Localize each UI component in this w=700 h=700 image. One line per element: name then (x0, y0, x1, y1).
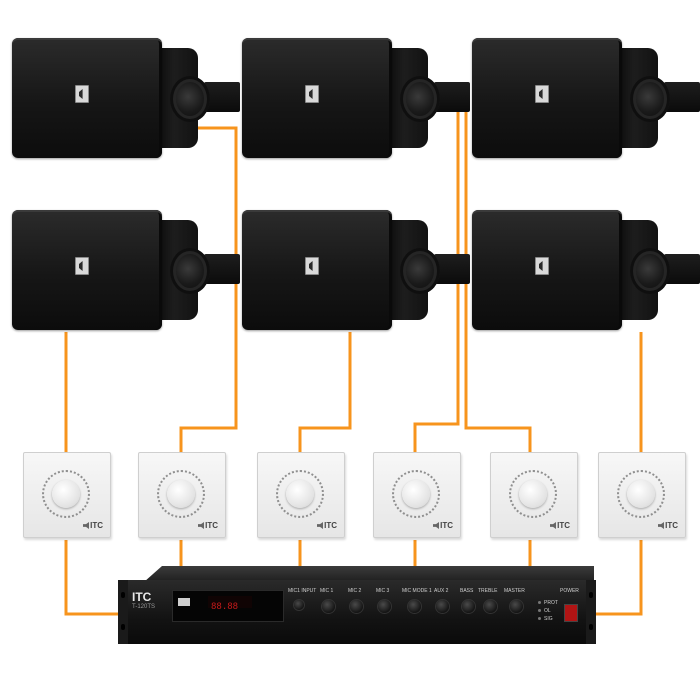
volume-knob (519, 480, 547, 508)
amplifier-top (144, 566, 594, 582)
rack-hole (589, 624, 593, 630)
speaker-swivel-knob (630, 76, 670, 122)
speaker-logo-icon (305, 257, 319, 275)
volume-control-6: ITC (598, 452, 686, 538)
panel-brand: ITC (205, 521, 218, 530)
mic3-knob (378, 600, 391, 613)
volume-scale (42, 470, 90, 518)
speaker-icon (433, 522, 439, 529)
speaker-icon (550, 522, 556, 529)
rack-hole (121, 624, 125, 630)
speaker-logo-icon (75, 257, 89, 275)
wire-amp-left (64, 540, 118, 616)
rack-ear-right (586, 580, 596, 644)
mic2-knob (350, 600, 363, 613)
treble-knob (484, 600, 497, 613)
speaker-cabinet (12, 38, 162, 158)
panel-brand: ITC (324, 521, 337, 530)
speaker-cabinet (242, 38, 392, 158)
volume-knob (52, 480, 80, 508)
speaker-icon (198, 522, 204, 529)
volume-knob (402, 480, 430, 508)
mic-mode-knob (408, 600, 421, 613)
speaker-icon (83, 522, 89, 529)
aux-knob (436, 600, 449, 613)
speaker-bracket (204, 82, 240, 112)
wire-panel2-spk1 (179, 126, 238, 452)
label-mic2: MIC 2 (348, 588, 362, 594)
mic1-knob (322, 600, 335, 613)
label-bass: BASS (460, 588, 474, 594)
wire-panel3-spk5 (298, 332, 352, 452)
speaker-logo-icon (535, 85, 549, 103)
label-signal: SIG (544, 616, 553, 622)
volume-control-5: ITC (490, 452, 578, 538)
prot-led (538, 601, 541, 604)
volume-scale (617, 470, 665, 518)
amplifier-model: T-120TS (132, 604, 156, 610)
speaker-cabinet (12, 210, 162, 330)
volume-control-4: ITC (373, 452, 461, 538)
player-display: 88.88 (208, 596, 252, 612)
speaker-swivel-knob (170, 248, 210, 294)
panel-brand: ITC (557, 521, 570, 530)
player-display-text: 88.88 (211, 602, 239, 612)
rack-ear-left (118, 580, 128, 644)
label-ol: OL (544, 608, 551, 614)
speaker-swivel-knob (400, 248, 440, 294)
speaker-cabinet (242, 210, 392, 330)
power-switch (564, 604, 578, 622)
panel-brand: ITC (90, 521, 103, 530)
volume-scale (392, 470, 440, 518)
volume-scale (276, 470, 324, 518)
label-master: MASTER (504, 588, 525, 594)
label-mic1: MIC 1 (320, 588, 334, 594)
volume-knob (286, 480, 314, 508)
volume-control-1: ITC (23, 452, 111, 538)
label-prot: PROT (544, 600, 558, 606)
speaker-icon (658, 522, 664, 529)
speaker-bracket (204, 254, 240, 284)
bass-knob (462, 600, 475, 613)
panel-brand: ITC (440, 521, 453, 530)
speaker-cabinet (472, 210, 622, 330)
speaker-bracket (434, 82, 470, 112)
speaker-bracket (434, 254, 470, 284)
signal-led (538, 617, 541, 620)
speaker-icon (317, 522, 323, 529)
volume-knob (167, 480, 195, 508)
panel-brand: ITC (665, 521, 678, 530)
speaker-swivel-knob (170, 76, 210, 122)
label-mic-mode: MIC MODE 1 (402, 588, 432, 594)
label-mic-input: MIC1 INPUT (288, 588, 317, 594)
label-aux: AUX 2 (434, 588, 449, 594)
ol-led (538, 609, 541, 612)
volume-knob (627, 480, 655, 508)
label-mic3: MIC 3 (376, 588, 390, 594)
speaker-bracket (664, 82, 700, 112)
speaker-swivel-knob (630, 248, 670, 294)
speaker-logo-icon (75, 85, 89, 103)
label-treble: TREBLE (478, 588, 498, 594)
label-power: POWER (560, 588, 579, 594)
volume-control-3: ITC (257, 452, 345, 538)
speaker-bracket (664, 254, 700, 284)
speaker-cabinet (472, 38, 622, 158)
volume-scale (157, 470, 205, 518)
amplifier-brand: ITC (132, 590, 152, 604)
usb-port-icon (178, 598, 190, 606)
wire-amp-right (596, 540, 643, 616)
volume-scale (509, 470, 557, 518)
rack-hole (589, 592, 593, 598)
amplifier: ITC T-120TS 88.88 MIC1 INPUT MIC 1 MIC 2… (118, 566, 596, 646)
master-knob (510, 600, 523, 613)
speaker-logo-icon (305, 85, 319, 103)
speaker-logo-icon (535, 257, 549, 275)
volume-control-2: ITC (138, 452, 226, 538)
rack-hole (121, 592, 125, 598)
input-jack (294, 600, 304, 610)
speaker-swivel-knob (400, 76, 440, 122)
